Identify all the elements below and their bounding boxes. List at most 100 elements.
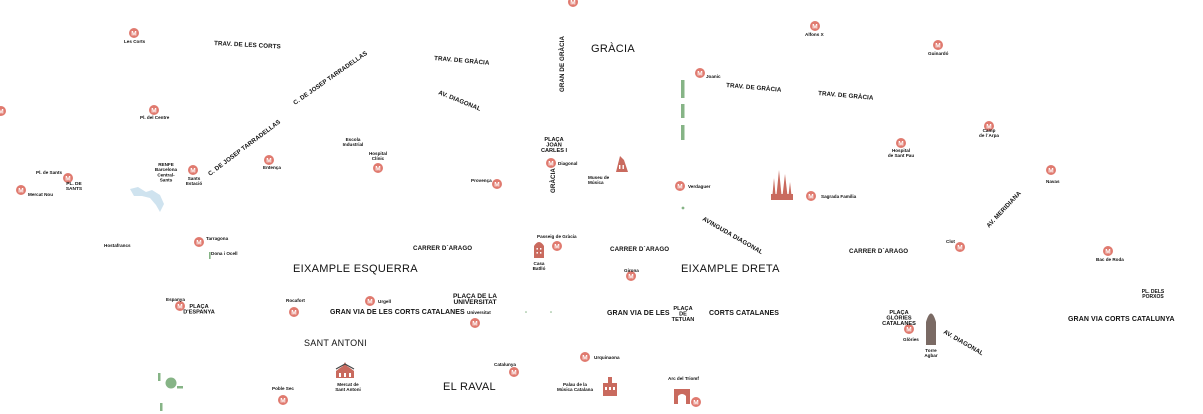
metro-hospital-clinic[interactable]	[373, 163, 383, 173]
metro-camp-arpa[interactable]	[984, 121, 994, 131]
metro-symbol: M	[177, 303, 182, 310]
metro-symbol: M	[375, 165, 380, 172]
metro-clot[interactable]	[955, 242, 965, 252]
metro-pl-centre[interactable]	[149, 105, 159, 115]
metro-icon[interactable]: M	[552, 241, 562, 251]
metro-catalunya[interactable]	[509, 367, 519, 377]
metro-icon[interactable]: M	[289, 307, 299, 317]
metro-icon[interactable]: M	[63, 173, 73, 183]
metro-tarragona[interactable]	[194, 237, 204, 247]
station-label-sagrada-familia: Sagrada Família	[821, 194, 857, 199]
metro-arc-triomf[interactable]	[691, 397, 701, 407]
street-trav-gracia-1: TRAV. DE GRÀCIA	[434, 55, 490, 67]
station-label-urgell: Urgell	[378, 299, 391, 304]
street-gran-via-3: GRAN VIA CORTS CATALUNYA	[1068, 316, 1175, 323]
metro-icon[interactable]: M	[175, 301, 185, 311]
station-label-mercat-nou: Mercat Nou	[28, 192, 53, 197]
metro-icon[interactable]: M	[806, 191, 816, 201]
station-label-pl-sants: Pl. de Sants	[36, 170, 62, 175]
metro-symbol: M	[131, 30, 136, 37]
station-label-bac-roda: Bac de Roda	[1096, 257, 1124, 262]
metro-icon[interactable]: M	[568, 0, 578, 7]
metro-symbol: M	[935, 42, 940, 49]
metro-sants-estacio[interactable]	[188, 165, 198, 175]
metro-icon[interactable]: M	[933, 40, 943, 50]
metro-poble-sec[interactable]	[278, 395, 288, 405]
metro-hospital-sant-pau[interactable]	[896, 138, 906, 148]
metro-icon[interactable]: M	[984, 121, 994, 131]
metro-glories[interactable]	[904, 324, 914, 334]
metro-guinardo[interactable]	[933, 40, 943, 50]
metro-icon[interactable]: M	[546, 158, 556, 168]
station-label-espanya: Espanya	[166, 297, 185, 302]
metro-passeig-gracia[interactable]	[552, 241, 562, 251]
metro-icon[interactable]: M	[470, 318, 480, 328]
street-diagonal-bottom: AV. DIAGONAL	[942, 329, 985, 358]
label-dona-ocell: Dona i Ocell	[211, 251, 238, 256]
metro-navas[interactable]	[1046, 165, 1056, 175]
metro-icon[interactable]: M	[580, 352, 590, 362]
metro-icon[interactable]: M	[194, 237, 204, 247]
district-sant-antoni: SANT ANTONI	[304, 338, 367, 348]
metro-universitat[interactable]	[470, 318, 480, 328]
street-trav-corts: TRAV. DE LES CORTS	[214, 40, 281, 50]
metro-entenca[interactable]	[264, 155, 274, 165]
metro-verdaguer[interactable]	[675, 181, 685, 191]
metro-icon[interactable]: M	[0, 106, 6, 116]
metro-joanic[interactable]	[695, 68, 705, 78]
street-gran-via-2: GRAN VIA DE LES	[607, 310, 670, 317]
metro-bac-roda[interactable]	[1103, 246, 1113, 256]
metro-symbol: M	[582, 354, 587, 361]
metro-urquinaona[interactable]	[580, 352, 590, 362]
metro-alfons-x[interactable]	[810, 21, 820, 31]
metro-pl-sants[interactable]	[63, 173, 73, 183]
metro-symbol: M	[986, 123, 991, 130]
metro-icon[interactable]: M	[129, 28, 139, 38]
metro-icon[interactable]: M	[904, 324, 914, 334]
metro-left-cut[interactable]	[0, 106, 6, 116]
metro-rocafort[interactable]	[289, 307, 299, 317]
station-label-navas: Navas	[1046, 179, 1060, 184]
metro-icon[interactable]: M	[1046, 165, 1056, 175]
metro-symbol: M	[494, 181, 499, 188]
metro-icon[interactable]: M	[278, 395, 288, 405]
metro-sagrada-familia[interactable]	[806, 191, 816, 201]
metro-top-cut[interactable]	[568, 0, 578, 7]
station-label-girona: Girona	[624, 268, 639, 273]
metro-icon[interactable]: M	[896, 138, 906, 148]
metro-icon[interactable]: M	[695, 68, 705, 78]
metro-icon[interactable]: M	[149, 105, 159, 115]
metro-icon[interactable]: M	[1103, 246, 1113, 256]
metro-icon[interactable]: M	[810, 21, 820, 31]
street-avinguda-diagonal: AVINGUDA DIAGONAL	[701, 216, 764, 256]
station-label-les-corts: Les Corts	[124, 39, 146, 44]
metro-icon[interactable]: M	[16, 185, 26, 195]
metro-icon[interactable]: M	[691, 397, 701, 407]
metro-icon[interactable]: M	[264, 155, 274, 165]
metro-icon[interactable]: M	[509, 367, 519, 377]
district-eixample-dreta: EIXAMPLE DRETA	[681, 263, 780, 275]
metro-icon[interactable]: M	[955, 242, 965, 252]
metro-mercat-nou[interactable]	[16, 185, 26, 195]
metro-diagonal[interactable]	[546, 158, 556, 168]
metro-symbol: M	[570, 0, 575, 6]
metro-les-corts[interactable]	[129, 28, 139, 38]
metro-icon[interactable]: M	[365, 296, 375, 306]
metro-icon[interactable]: M	[626, 271, 636, 281]
metro-icon[interactable]: M	[675, 181, 685, 191]
metro-icon[interactable]: M	[373, 163, 383, 173]
station-label-poble-sec: Poble Sec	[272, 386, 294, 391]
metro-symbol: M	[0, 108, 4, 115]
metro-girona[interactable]	[626, 271, 636, 281]
metro-urgell[interactable]	[365, 296, 375, 306]
metro-symbol: M	[628, 273, 633, 280]
metro-provenca[interactable]	[492, 179, 502, 189]
metro-icon[interactable]: M	[492, 179, 502, 189]
metro-espanya[interactable]	[175, 301, 185, 311]
metro-icon[interactable]: M	[188, 165, 198, 175]
